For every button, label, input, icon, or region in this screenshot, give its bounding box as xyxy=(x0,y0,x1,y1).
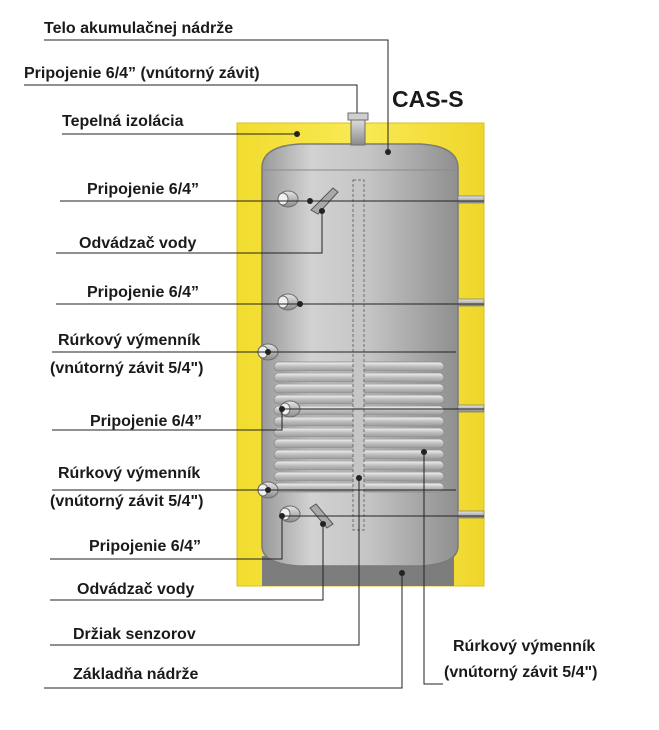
label-coil-right-line2: (vnútorný závit 5/4") xyxy=(444,664,598,681)
leader-connection-4 xyxy=(50,515,484,560)
label-tank-body: Telo akumulačnej nádrže xyxy=(44,20,234,37)
label-connection-2: Pripojenie 6/4” xyxy=(87,284,200,301)
label-coil-upper-line1: Rúrkový výmenník xyxy=(58,332,201,349)
label-coil-right-line1: Rúrkový výmenník xyxy=(453,638,596,655)
leader-tank-base xyxy=(44,573,403,689)
leader-dot xyxy=(279,513,285,519)
label-connection-3: Pripojenie 6/4” xyxy=(90,413,203,430)
label-top-connection: Pripojenie 6/4” (vnútorný závit) xyxy=(24,65,260,82)
label-insulation: Tepelná izolácia xyxy=(62,113,184,130)
leader-dot xyxy=(294,131,300,137)
label-water-drain-2: Odvádzač vody xyxy=(77,581,195,598)
leader-dot xyxy=(319,208,325,214)
leader-dot xyxy=(385,149,391,155)
label-connection-1: Pripojenie 6/4” xyxy=(87,181,200,198)
leader-dot xyxy=(399,570,405,576)
leader-dot xyxy=(320,521,326,527)
label-connection-4: Pripojenie 6/4” xyxy=(89,538,202,555)
label-tank-base: Základňa nádrže xyxy=(73,666,199,683)
leader-lines xyxy=(24,39,484,689)
label-coil-lower-line2: (vnútorný závit 5/4") xyxy=(50,493,204,510)
leader-coil-right xyxy=(423,452,443,685)
leader-dot xyxy=(356,475,362,481)
leader-dot xyxy=(297,301,303,307)
label-water-drain-1: Odvádzač vody xyxy=(79,235,197,252)
diagram-title: CAS-S xyxy=(392,86,464,112)
label-coil-lower-line1: Rúrkový výmenník xyxy=(58,465,201,482)
leader-connection-3 xyxy=(52,408,484,431)
leader-dot xyxy=(265,487,271,493)
leader-water-drain-2 xyxy=(50,524,324,601)
leader-dot xyxy=(279,406,285,412)
leader-tank-body xyxy=(44,39,389,152)
leader-sensor-holder xyxy=(50,478,360,646)
leader-dot xyxy=(421,449,427,455)
label-coil-upper-line2: (vnútorný závit 5/4") xyxy=(50,360,204,377)
leader-dot xyxy=(265,349,271,355)
leader-water-drain-1 xyxy=(56,211,323,254)
leader-top-connection xyxy=(24,84,358,113)
leader-dot xyxy=(307,198,313,204)
top-connection-pipe xyxy=(350,116,366,146)
label-sensor-holder: Držiak senzorov xyxy=(73,626,196,643)
